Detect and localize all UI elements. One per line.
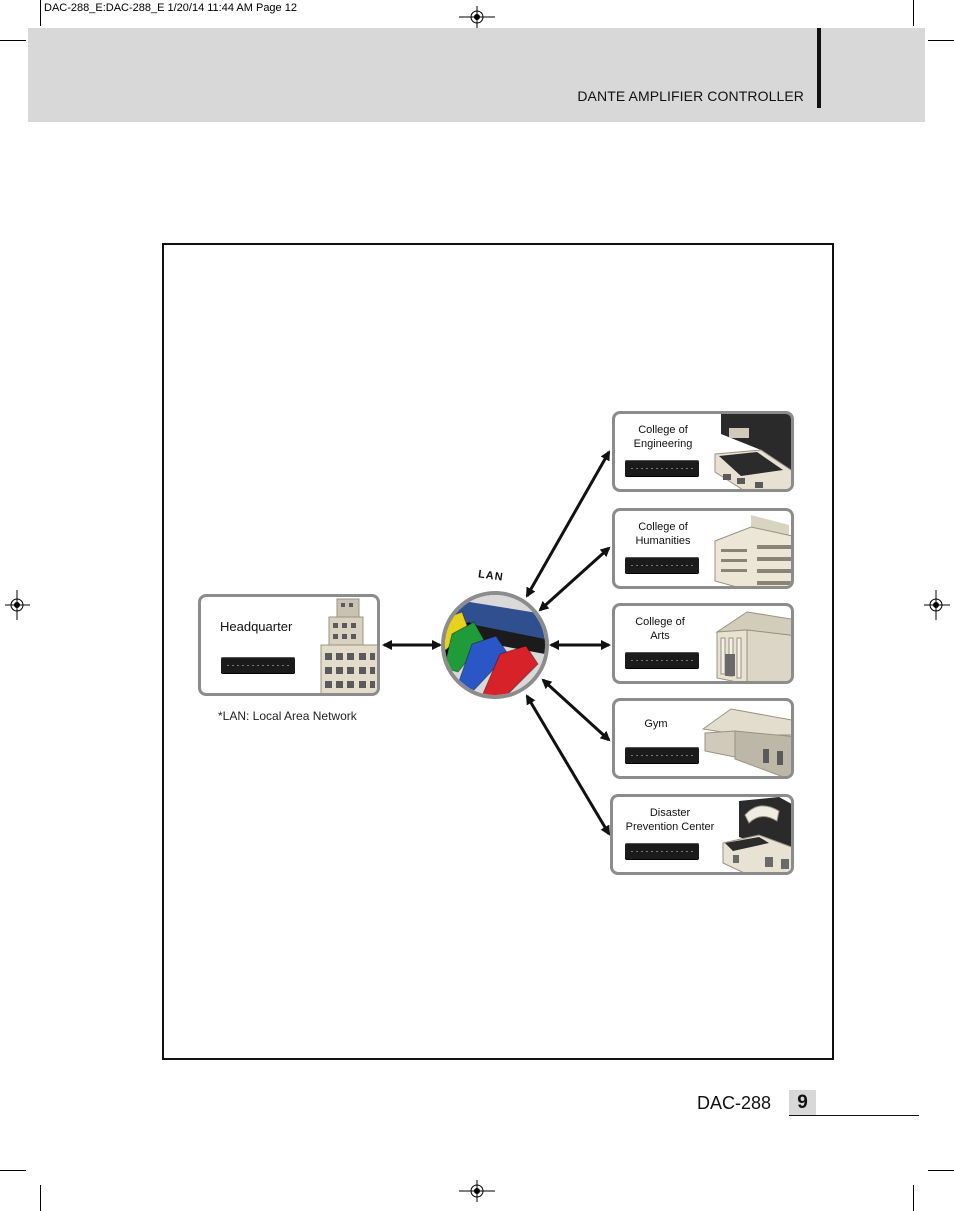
site-label-line2: Arts	[650, 630, 670, 642]
lan-footnote: *LAN: Local Area Network	[218, 709, 357, 723]
gym-building-icon	[701, 708, 791, 776]
header-band	[28, 28, 925, 122]
engineering-building-icon	[714, 414, 791, 489]
crop-mark	[40, 0, 41, 26]
crop-mark	[0, 40, 26, 41]
site-card-gym: Gym	[612, 698, 794, 779]
amplifier-device-icon	[625, 557, 699, 574]
header-accent-bar	[817, 28, 821, 108]
footer-model-name: DAC-288	[697, 1093, 772, 1113]
arts-building-icon	[715, 611, 791, 681]
crop-mark	[913, 0, 914, 26]
site-label-line1: Gym	[644, 718, 668, 730]
crop-mark	[913, 1185, 914, 1211]
registration-mark-bottom	[459, 1180, 495, 1202]
site-label-line1: College of	[638, 424, 688, 436]
page-number-box	[789, 1090, 816, 1116]
registration-mark-top	[459, 6, 495, 28]
site-label-line1: Disaster	[649, 807, 691, 819]
registration-mark-left	[5, 590, 30, 620]
site-label-line2: Engineering	[633, 438, 693, 450]
site-label-line2: Humanities	[635, 535, 691, 547]
footer-rule	[789, 1115, 919, 1116]
headquarter-label: Headquarter	[220, 619, 293, 634]
amplifier-device-icon	[625, 747, 699, 764]
lan-cable-plug	[457, 635, 509, 691]
site-card-humanities: College of Humanities	[612, 508, 794, 589]
office-tower-icon	[320, 598, 377, 693]
site-card-arts: College of Arts	[612, 603, 794, 684]
site-card-engineering: College of Engineering	[612, 411, 794, 492]
crop-mark	[928, 1170, 954, 1171]
arrow-lan-disaster	[525, 694, 611, 836]
registration-mark-right	[924, 590, 950, 620]
headquarter-card: Headquarter	[198, 594, 380, 696]
page-number: 9	[797, 1092, 808, 1113]
amplifier-device-icon	[625, 652, 699, 669]
crop-mark	[0, 1170, 26, 1171]
site-label-line2: Prevention Center	[625, 821, 715, 833]
amplifier-device-icon	[625, 460, 699, 477]
lan-cable-plug	[481, 645, 539, 695]
crop-mark	[928, 40, 954, 41]
site-label-line1: College of	[635, 616, 685, 628]
site-card-disaster-prevention: Disaster Prevention Center	[610, 794, 794, 875]
amplifier-device-icon	[625, 843, 699, 860]
amplifier-device-icon	[221, 657, 295, 674]
print-slug: DAC-288_E:DAC-288_E 1/20/14 11:44 AM Pag…	[44, 2, 297, 14]
arrow-lan-humanities	[538, 546, 611, 612]
crop-mark	[40, 1185, 41, 1211]
humanities-building-icon	[714, 515, 791, 586]
header-title: DANTE AMPLIFIER CONTROLLER	[577, 88, 804, 104]
disaster-center-building-icon	[722, 797, 791, 872]
site-label-line1: College of	[638, 521, 688, 533]
diagram-frame	[162, 243, 834, 1060]
